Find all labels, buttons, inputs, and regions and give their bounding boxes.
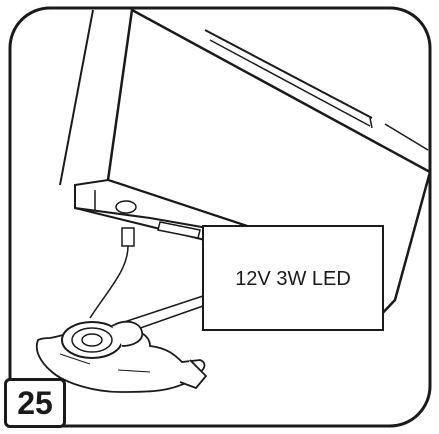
- led-wire: [89, 245, 129, 319]
- outer-frame: [8, 6, 432, 428]
- led-socket-hole: [115, 200, 137, 214]
- led-puck-lens: [81, 333, 103, 347]
- hand-crease: [59, 353, 91, 365]
- hood-chimney-edge: [59, 9, 94, 186]
- glass-stripe: [384, 123, 429, 151]
- led-spec-label: 12V 3W LED: [235, 267, 351, 290]
- callout-box: [202, 225, 384, 331]
- glass-stripe: [204, 29, 373, 119]
- mounting-slot: [157, 221, 201, 239]
- glass-stripe: [369, 117, 373, 129]
- glass-stripe: [209, 39, 371, 127]
- hand-crease: [117, 369, 151, 373]
- wire-connector: [121, 227, 135, 247]
- step-number-badge: 25: [4, 378, 66, 428]
- glove-cuff: [179, 359, 208, 390]
- gloved-thumb: [111, 320, 144, 347]
